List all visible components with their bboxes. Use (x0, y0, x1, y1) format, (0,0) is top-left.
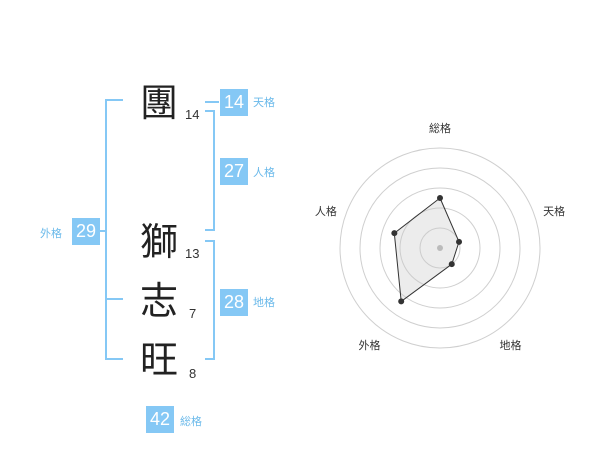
radar-point-5 (391, 230, 398, 237)
radar-axis-label-1: 総格 (429, 121, 451, 135)
name-char-1: 團 (140, 81, 179, 125)
gaikaku-bracket-mid (105, 298, 123, 300)
chikaku-bracket-top (205, 240, 215, 242)
jinkaku-bracket-vertical (213, 110, 215, 231)
name-char-2-strokes: 13 (185, 246, 200, 261)
name-char-4-strokes: 8 (189, 366, 197, 381)
radar-axis-label-3: 地格 (500, 338, 522, 352)
jinkaku-value-badge: 27 (220, 158, 248, 185)
name-char-3: 志 (140, 279, 179, 323)
name-char-2: 獅 (140, 220, 179, 264)
radar-point-1 (437, 195, 443, 201)
gaikaku-bracket-top (105, 99, 123, 101)
jinkaku-bracket-bottom (205, 229, 215, 231)
radar-axis-label-5: 人格 (315, 204, 337, 218)
name-char-3-strokes: 7 (189, 306, 197, 321)
radar-polygon (393, 197, 460, 303)
jinkaku-label: 人格 (253, 166, 275, 179)
radar-ring-2 (399, 207, 481, 289)
chikaku-bracket-bottom (205, 358, 215, 360)
chikaku-value-badge: 28 (220, 289, 248, 316)
radar-point-2 (456, 238, 463, 245)
name-char-1-strokes: 14 (185, 107, 200, 122)
radar-point-4 (398, 298, 405, 305)
gaikaku-bracket-vertical (105, 99, 107, 360)
radar-ring-3 (379, 187, 501, 309)
radar-axis-label-2: 天格 (543, 204, 565, 218)
radar-center-point (437, 245, 443, 251)
gaikaku-bracket-bottom (105, 358, 123, 360)
name-char-4: 旺 (140, 338, 179, 382)
tenkaku-value-badge: 14 (220, 89, 248, 116)
gaikaku-bracket-connector (100, 230, 106, 232)
radar-point-3 (448, 261, 455, 268)
tenkaku-label: 天格 (253, 96, 275, 109)
gaikaku-label: 外格 (40, 227, 62, 240)
jinkaku-bracket-top (205, 110, 215, 112)
soukaku-label: 総格 (180, 415, 202, 428)
chikaku-bracket-vertical (213, 240, 215, 360)
radar-ring-4 (359, 167, 521, 329)
radar-axis-label-4: 外格 (358, 338, 380, 352)
chikaku-label: 地格 (253, 296, 275, 309)
soukaku-value-badge: 42 (146, 406, 174, 433)
tenkaku-connector (205, 101, 219, 103)
gaikaku-value-badge: 29 (72, 218, 100, 245)
radar-ring-1 (419, 227, 461, 269)
radar-ring-5 (339, 147, 541, 349)
